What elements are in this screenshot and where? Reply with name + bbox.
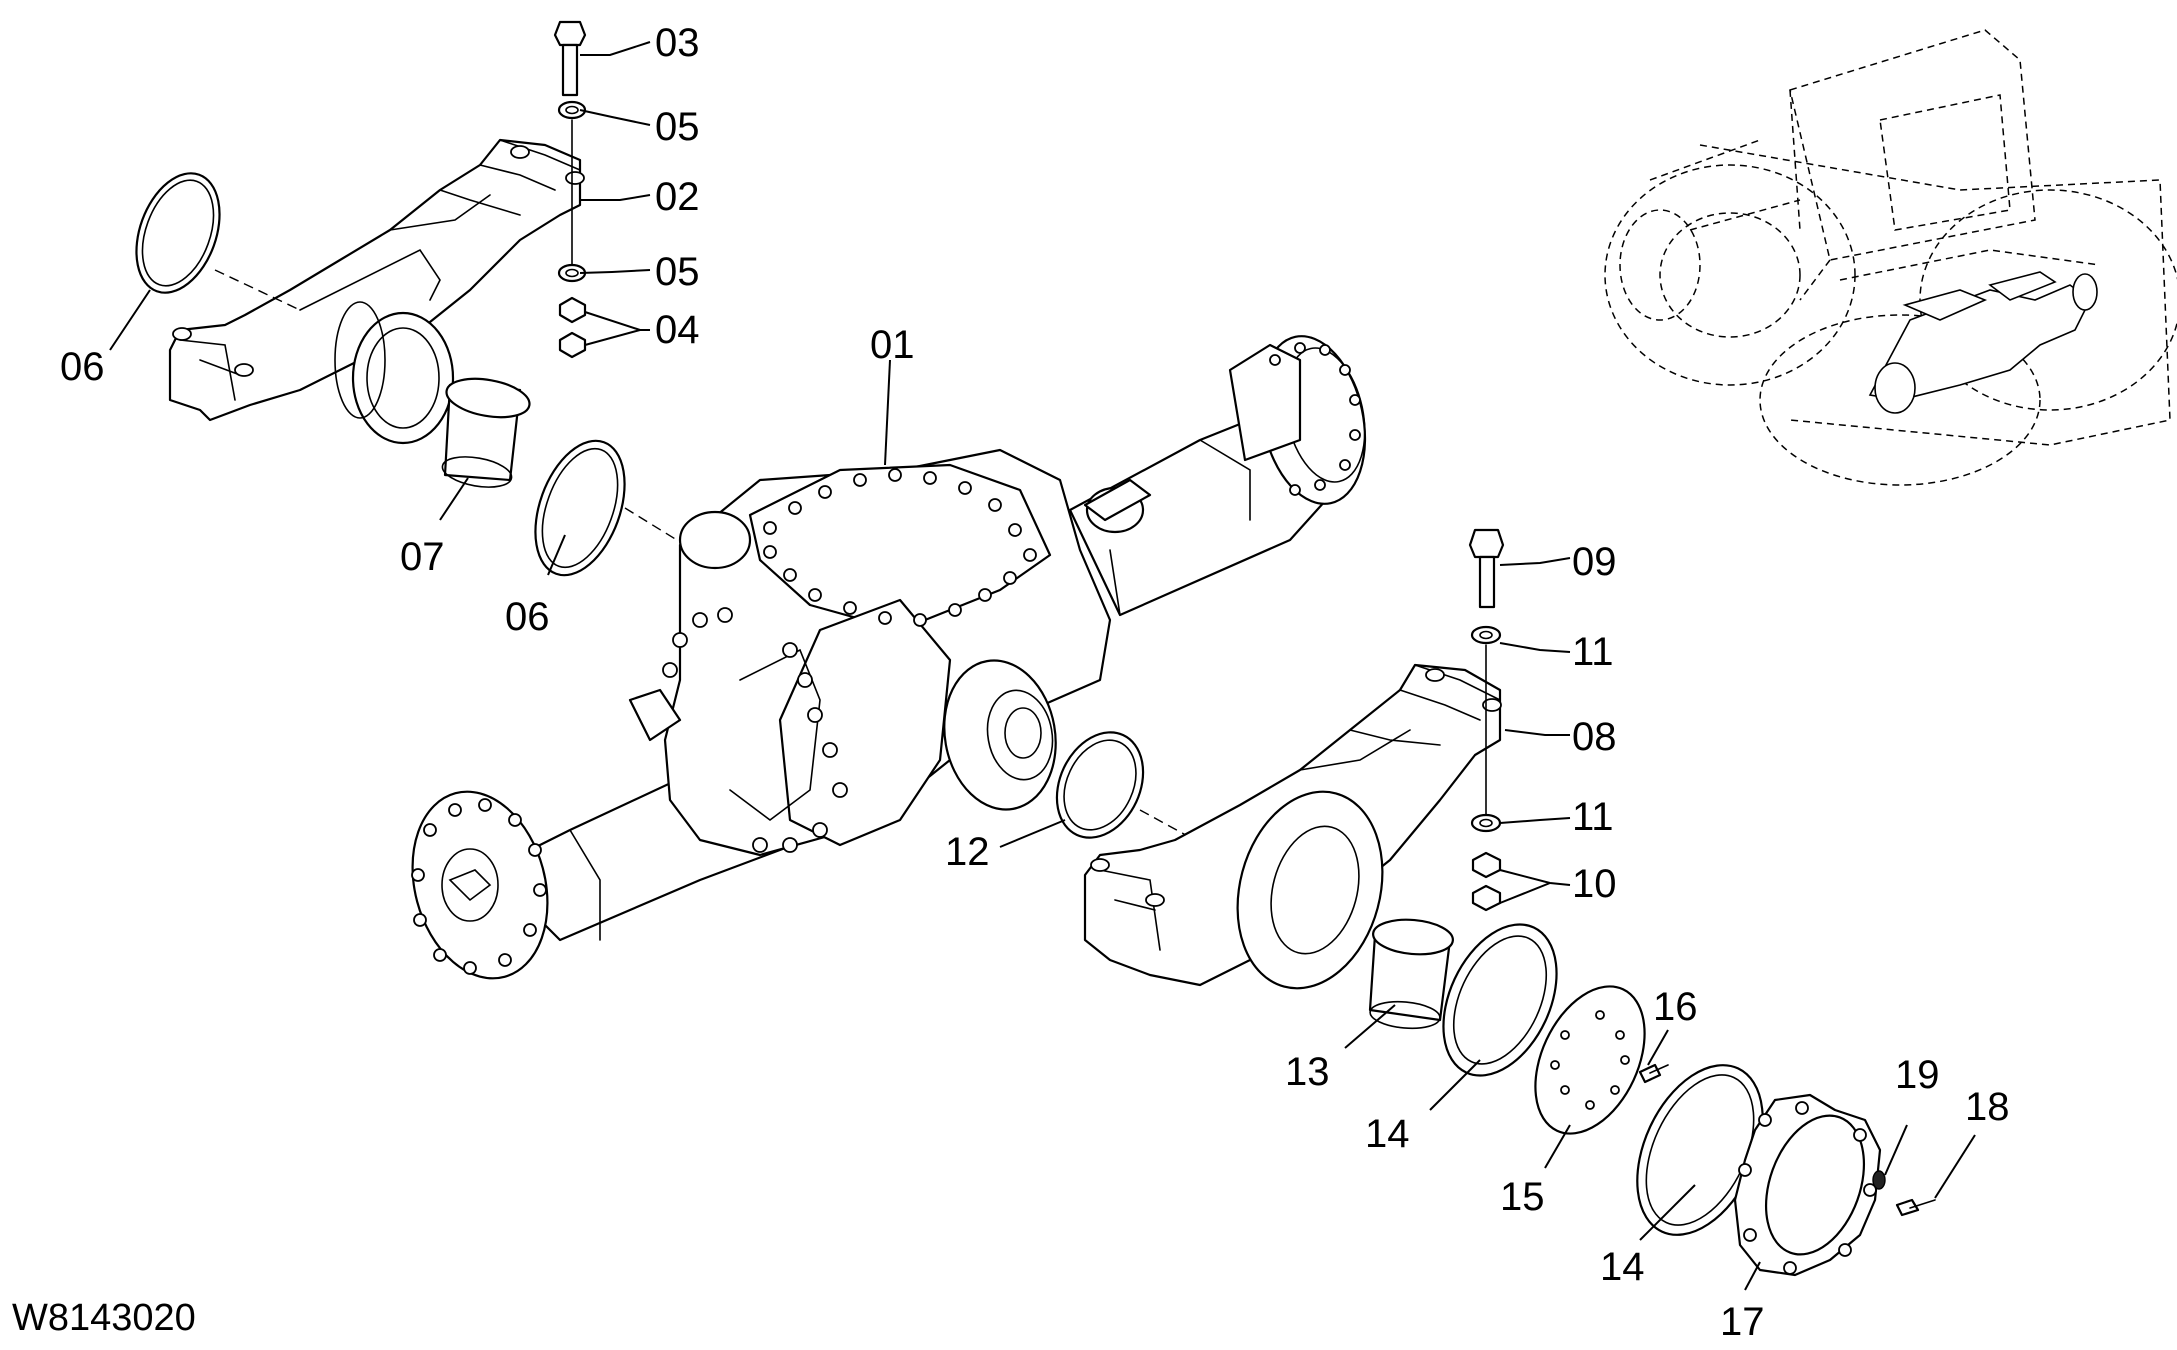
callout-17: 17	[1720, 1300, 1765, 1344]
callout-labels: 01 02 03 04 05 05 06 06 07 08 09 10 11 1…	[60, 21, 2010, 1344]
callout-05-lower: 05	[655, 250, 700, 294]
washer-19	[1872, 1170, 1886, 1190]
callout-18: 18	[1965, 1085, 2010, 1129]
callout-15: 15	[1500, 1175, 1545, 1219]
callout-14-second: 14	[1600, 1245, 1645, 1289]
callout-16: 16	[1653, 985, 1698, 1029]
screw-16	[1638, 1063, 1669, 1084]
bushing-07	[441, 377, 531, 488]
bushing-13	[1368, 918, 1454, 1030]
callout-01: 01	[870, 323, 915, 367]
bolt-stack-top	[553, 20, 587, 359]
ring-bolts	[662, 607, 848, 853]
axle-mount-bracket-left	[168, 138, 585, 445]
o-ring-12	[1055, 731, 1196, 841]
axle-housing-01	[411, 335, 1367, 980]
callout-11-upper: 11	[1572, 630, 1614, 674]
callout-11-lower: 11	[1572, 795, 1614, 839]
seal-ring-06-lower	[534, 439, 686, 577]
vehicle-locator-view	[1604, 29, 2177, 486]
callout-09: 09	[1572, 540, 1617, 584]
drawing-id: W8143020	[12, 1297, 196, 1339]
callout-06-lower: 06	[505, 595, 550, 639]
flange-bolts-left	[411, 798, 547, 975]
plate-15	[1534, 985, 1646, 1135]
callout-02: 02	[655, 175, 700, 219]
cap-17	[1733, 1093, 1882, 1277]
callout-19: 19	[1895, 1053, 1940, 1097]
callout-04: 04	[655, 308, 700, 352]
seal-ring-06-upper	[135, 172, 301, 311]
callout-10: 10	[1572, 862, 1617, 906]
callout-03: 03	[655, 21, 700, 65]
callout-13: 13	[1285, 1050, 1330, 1094]
bolt-18	[1895, 1198, 1936, 1217]
leader-lines	[109, 41, 1976, 1291]
callout-06-upper: 06	[60, 345, 105, 389]
axle-mount-bracket-right	[1083, 663, 1502, 990]
cover-bolts	[763, 468, 1037, 627]
callout-14-first: 14	[1365, 1112, 1410, 1156]
callout-12: 12	[945, 830, 990, 874]
callout-08: 08	[1572, 715, 1617, 759]
callout-07: 07	[400, 535, 445, 579]
callout-05-upper: 05	[655, 105, 700, 149]
flange-bolts-right	[1269, 342, 1361, 496]
